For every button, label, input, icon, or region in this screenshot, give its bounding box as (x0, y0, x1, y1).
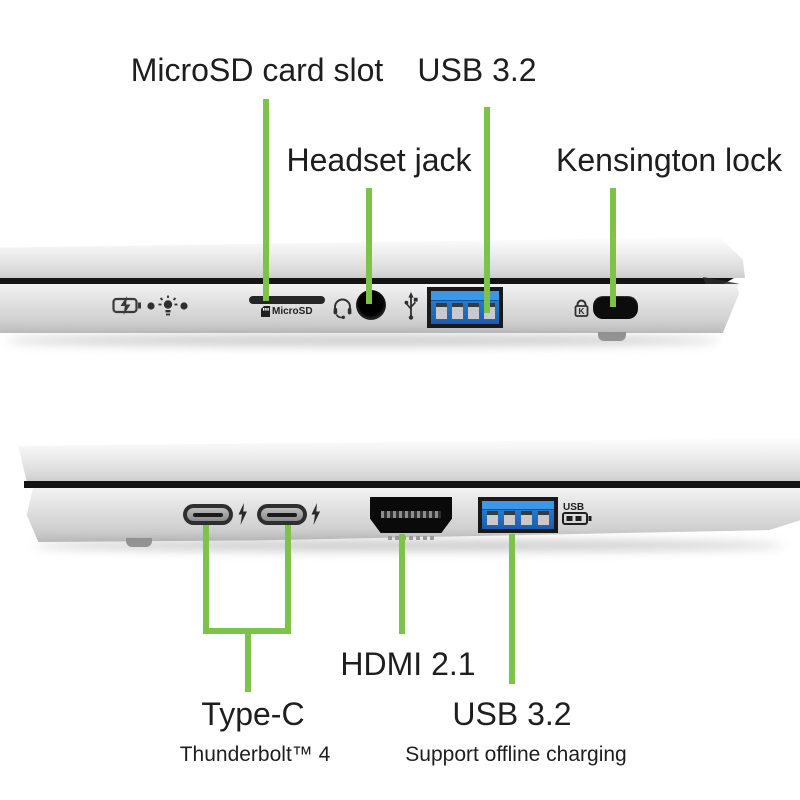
status-indicator-icons (112, 295, 188, 316)
label-usb32-sub: Support offline charging (405, 743, 627, 766)
label-kensington-lock: Kensington lock (556, 142, 782, 178)
label-usb32-bottom: USB 3.2 (452, 696, 572, 732)
microsd-card-icon (261, 306, 270, 317)
callout-stem-typec (245, 634, 251, 692)
power-led-dot (147, 302, 155, 310)
callout-line-typec-2 (285, 525, 291, 634)
laptop-shadow (6, 335, 720, 346)
usb-trident-icon (404, 292, 418, 320)
label-headset-jack: Headset jack (286, 142, 472, 178)
label-typec: Type-C (201, 696, 305, 732)
callout-line-usb-bottom (509, 534, 515, 684)
label-hdmi: HDMI 2.1 (340, 646, 476, 682)
usb-c-port-1 (183, 504, 233, 525)
hdmi-pin-strip (381, 510, 441, 518)
thunderbolt-icon-2 (311, 503, 320, 525)
kensington-lock-icon: K (574, 299, 589, 317)
callout-line-headset (366, 188, 372, 304)
brightness-lamp-icon (158, 295, 178, 316)
usb-a-port-bottom (478, 497, 558, 533)
callout-line-hdmi (399, 534, 405, 634)
laptop-left-side-photo: USB (0, 435, 800, 565)
laptop-lid-gap-bottom (24, 481, 800, 488)
svg-text:K: K (578, 306, 585, 316)
power-led-dot-2 (180, 302, 188, 310)
usb-c-port-2 (257, 504, 307, 525)
laptop-shadow-bottom (34, 540, 784, 551)
callout-line-typec-1 (203, 525, 209, 634)
kensington-slot (593, 296, 638, 319)
label-typec-sub: Thunderbolt™ 4 (179, 743, 331, 766)
label-microsd-card-slot: MicroSD card slot (130, 52, 384, 88)
hdmi-engraving (388, 536, 434, 540)
laptop-lid-edge (0, 237, 745, 278)
battery-charge-icon (112, 296, 141, 315)
microsd-marking: MicroSD (261, 306, 313, 317)
callout-line-kensington (610, 188, 616, 307)
hdmi-port (370, 497, 452, 533)
callout-line-usb-top (484, 107, 490, 313)
headset-icon (333, 298, 352, 319)
laptop-right-side-photo: MicroSD K (0, 233, 760, 358)
callout-bracket-typec (203, 628, 291, 634)
usb-tongue (482, 501, 554, 510)
usb-a-port-top (427, 287, 503, 328)
svg-text:USB: USB (563, 502, 584, 513)
microsd-slot (249, 296, 325, 304)
thunderbolt-icon-1 (238, 503, 247, 525)
usb-charging-icon: USB (562, 502, 592, 525)
laptop-lid-edge-bottom (18, 438, 800, 482)
label-usb32-top: USB 3.2 (417, 52, 537, 88)
callout-line-microsd (263, 99, 269, 301)
usb-tongue (431, 291, 499, 301)
